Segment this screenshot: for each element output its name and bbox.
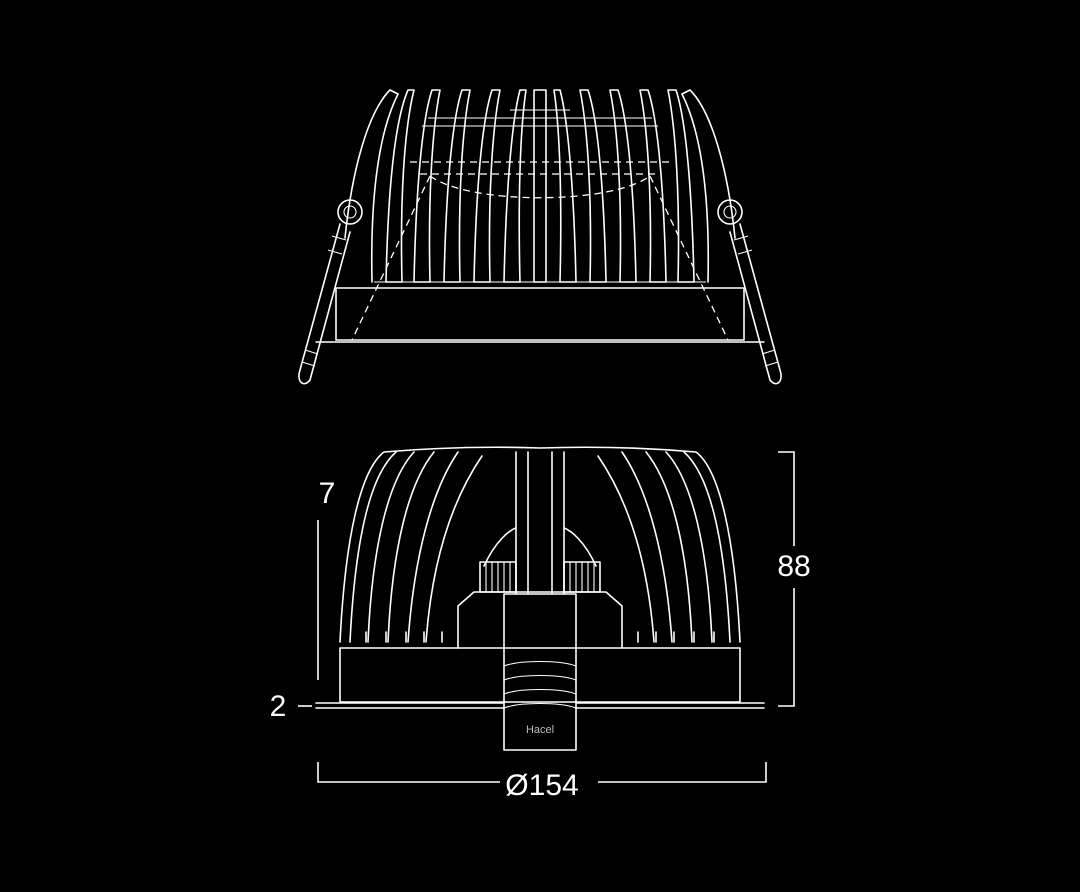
dimension-trim-thickness: 2 xyxy=(270,690,312,723)
dimension-diameter: Ø154 xyxy=(317,762,767,802)
top-view-luminaire xyxy=(298,89,782,385)
module-brand-label: Hacel xyxy=(526,724,554,736)
spring-clip-left xyxy=(298,199,363,385)
ceiling-max-value: 7 xyxy=(319,477,336,510)
dimension-ceiling-thickness: 7 xyxy=(317,477,336,680)
cable-glands xyxy=(479,561,601,593)
spring-clip-right xyxy=(717,199,782,385)
led-module: Hacel xyxy=(503,593,577,751)
heatsink-fins xyxy=(385,89,695,283)
trim-thickness-value: 2 xyxy=(270,690,287,723)
diameter-value: Ø154 xyxy=(505,769,578,802)
side-fins xyxy=(349,451,731,643)
side-view-luminaire: Hacel xyxy=(315,446,765,751)
height-value: 88 xyxy=(777,550,810,583)
dimension-height: 88 xyxy=(770,451,816,707)
